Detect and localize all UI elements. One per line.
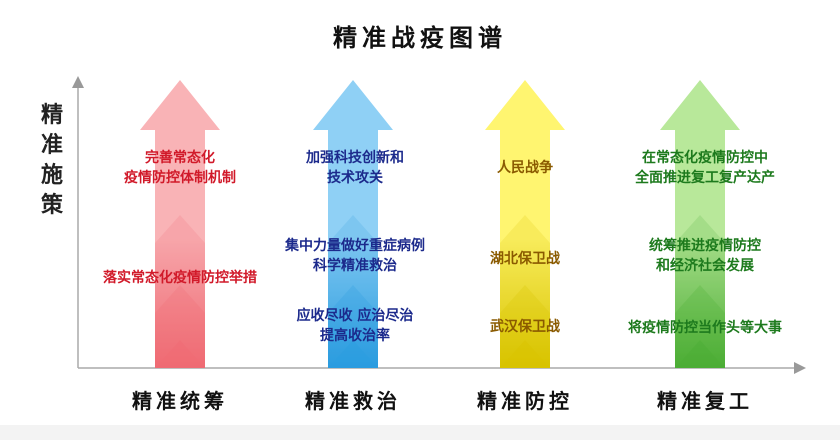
arrow-3 [485, 80, 565, 368]
label-line: 在常态化疫情防控中 [642, 150, 768, 166]
arrow-4-chevron-3 [675, 340, 725, 368]
y-axis-char: 准 [40, 132, 63, 158]
y-axis-label: 精 准 施 策 [38, 100, 66, 220]
label-line: 武汉保卫战 [490, 319, 560, 335]
bottom-band [0, 425, 840, 440]
label-col2-item3: 应收尽收 应治尽治 提高收治率 [270, 306, 440, 346]
label-line: 人民战争 [497, 160, 553, 176]
arrow-1 [140, 80, 220, 368]
label-line: 应收尽收 应治尽治 [296, 308, 414, 324]
category-label-3: 精准防控 [477, 389, 573, 413]
label-line: 集中力量做好重症病例 [285, 238, 425, 254]
label-col3-item3: 武汉保卫战 [440, 317, 610, 337]
label-line: 落实常态化疫情防控举措 [103, 270, 257, 286]
label-line: 技术攻关 [327, 170, 383, 186]
y-axis-char: 策 [40, 192, 63, 218]
arrow-2 [313, 80, 393, 368]
arrow-4 [660, 80, 740, 368]
label-col4-item3: 将疫情防控当作头等大事 [600, 318, 810, 338]
label-line: 和经济社会发展 [656, 258, 754, 274]
label-col2-item1: 加强科技创新和 技术攻关 [270, 148, 440, 188]
arrow-2-chevron-2 [328, 285, 378, 368]
label-col3-item1: 人民战争 [440, 158, 610, 178]
label-line: 疫情防控体制机制 [124, 170, 236, 186]
label-line: 提高收治率 [320, 328, 390, 344]
arrow-3-chevron-2 [500, 285, 550, 368]
y-axis-char: 施 [40, 162, 63, 188]
label-line: 科学精准救治 [313, 258, 397, 274]
category-label-1: 精准统筹 [132, 389, 228, 413]
arrow-2-chevron-1 [328, 215, 378, 368]
label-line: 加强科技创新和 [306, 150, 404, 166]
label-line: 完善常态化 [145, 150, 215, 166]
y-axis-char: 精 [40, 102, 63, 128]
label-col4-item2: 统筹推进疫情防控 和经济社会发展 [620, 236, 790, 276]
arrow-3-chevron-3 [500, 340, 550, 368]
arrow-1-chevron-1 [155, 215, 205, 368]
label-line: 将疫情防控当作头等大事 [628, 320, 782, 336]
label-col1-item2: 落实常态化疫情防控举措 [80, 268, 280, 288]
label-col2-item2: 集中力量做好重症病例 科学精准救治 [260, 236, 450, 276]
label-col1-item1: 完善常态化 疫情防控体制机制 [95, 148, 265, 188]
label-line: 统筹推进疫情防控 [649, 238, 761, 254]
category-label-2: 精准救治 [305, 389, 401, 413]
category-label-4: 精准复工 [657, 389, 753, 413]
label-line: 全面推进复工复产达产 [635, 170, 775, 186]
arrow-4-chevron-2 [675, 285, 725, 368]
arrow-1-chevron-2 [155, 285, 205, 368]
arrow-4-chevron-1 [675, 215, 725, 368]
arrow-2-chevron-3 [328, 340, 378, 368]
label-line: 湖北保卫战 [490, 251, 560, 267]
arrow-1-chevron-3 [155, 340, 205, 368]
label-col4-item1: 在常态化疫情防控中 全面推进复工复产达产 [605, 148, 805, 188]
label-col3-item2: 湖北保卫战 [440, 249, 610, 269]
page-title: 精准战疫图谱 [333, 23, 507, 52]
arrow-3-chevron-1 [500, 215, 550, 368]
